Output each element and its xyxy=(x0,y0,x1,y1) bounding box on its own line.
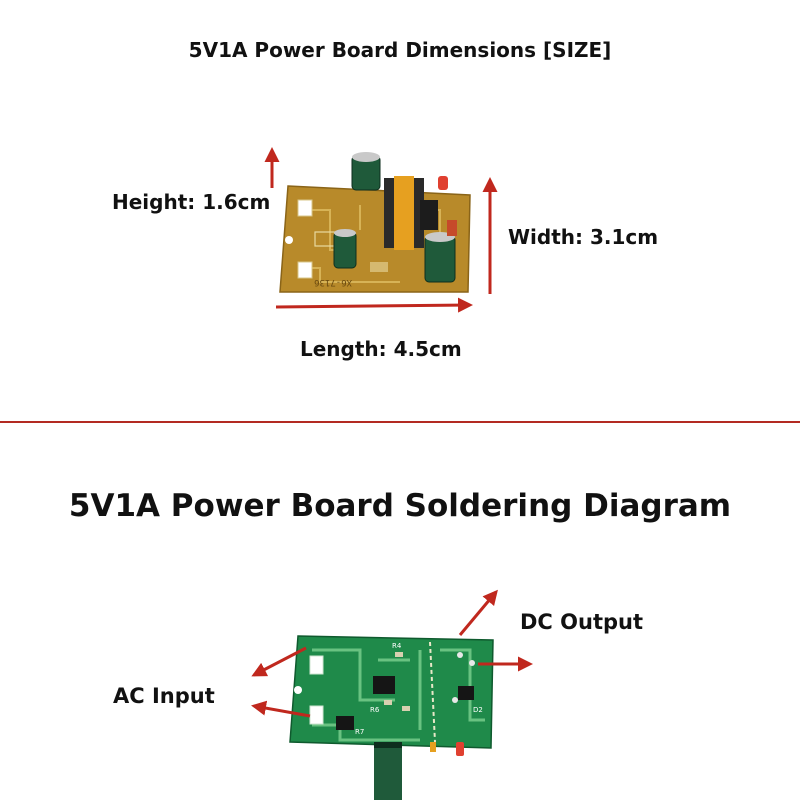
power-board-bottom-view: R4 R6 D2 R7 xyxy=(289,635,494,800)
dimensions-title: 5V1A Power Board Dimensions [SIZE] xyxy=(188,38,612,62)
soldering-title: 5V1A Power Board Soldering Diagram xyxy=(68,488,732,524)
board-marking-r7: R7 xyxy=(355,728,364,736)
ac-input-arrow-upper xyxy=(251,646,307,677)
length-label: Length: 4.5cm xyxy=(300,337,462,361)
width-label: Width: 3.1cm xyxy=(508,225,659,249)
board-silkscreen: X6-7136 xyxy=(314,277,352,287)
board-marking-r4: R4 xyxy=(392,642,402,650)
ac-input-arrow-lower xyxy=(251,700,311,718)
power-board-top-view: X6-7136 xyxy=(279,152,471,293)
length-arrow xyxy=(275,297,473,313)
board-marking-r6: R6 xyxy=(370,706,380,714)
dc-output-label: DC Output xyxy=(520,610,644,634)
dc-output-arrow-up xyxy=(458,589,498,636)
height-label: Height: 1.6cm xyxy=(112,190,271,214)
section-divider xyxy=(0,421,800,423)
board-marking-d2: D2 xyxy=(473,706,483,714)
ac-input-label: AC Input xyxy=(113,684,215,708)
